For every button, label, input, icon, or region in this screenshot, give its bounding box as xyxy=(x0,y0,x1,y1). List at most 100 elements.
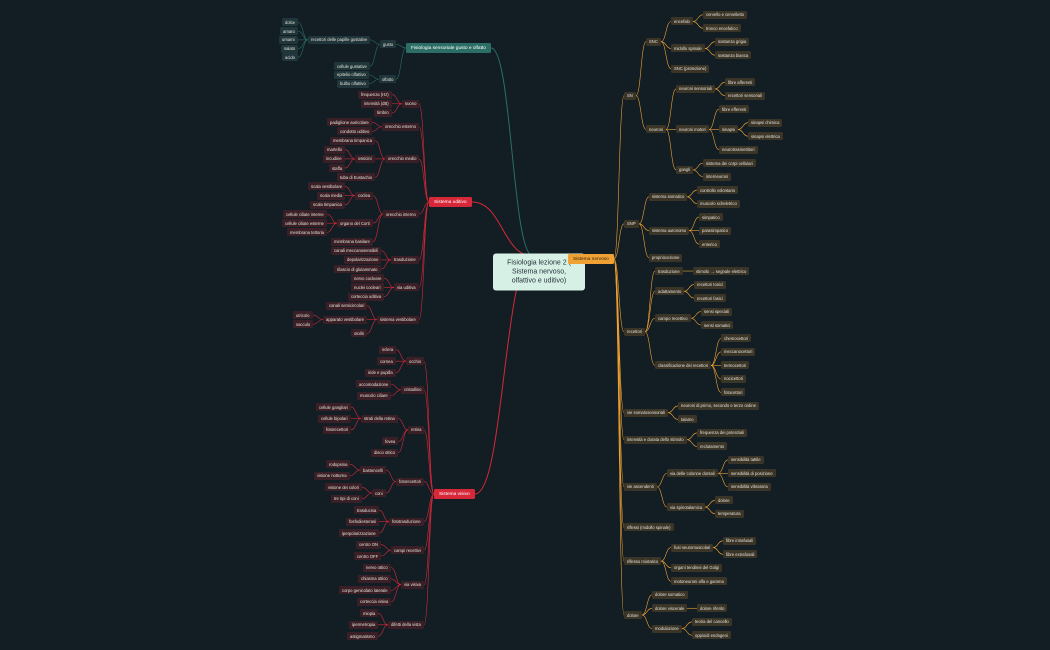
topic-coclea[interactable]: coclea xyxy=(355,191,374,200)
subtopic-propriocezione[interactable]: propriocezione xyxy=(649,253,683,262)
subtopic-membrana-timpanica[interactable]: membrana timpanica xyxy=(330,136,376,145)
branch-sistema-uditivo[interactable]: Sistema uditivo xyxy=(429,197,472,207)
topic-bastoncelli[interactable]: bastoncelli xyxy=(360,466,386,475)
topic-adattamento[interactable]: adattamento xyxy=(655,287,685,296)
subtopic-fibre-extrafusali[interactable]: fibre extrafusali xyxy=(723,550,758,559)
subtopic-enterico[interactable]: enterico xyxy=(699,240,720,249)
subtopic-cellule-ciliate-interne[interactable]: cellule ciliate interne xyxy=(283,210,327,218)
topic-campo-recettivo[interactable]: campo recettivo xyxy=(655,314,691,323)
subtopic-depolarizzazione[interactable]: depolarizzazione xyxy=(344,255,382,264)
subtopic-motoneuroni-alfa-e-gamma[interactable]: motoneuroni alfa e gamma xyxy=(671,577,727,586)
topic-occhio[interactable]: occhio xyxy=(406,357,425,366)
topic-recettori[interactable]: recettori xyxy=(624,327,646,336)
subtopic-nervo-ottico[interactable]: nervo ottico xyxy=(363,563,391,572)
subtopic-muscolo-ciliare[interactable]: muscolo ciliare xyxy=(357,391,391,400)
subtopic-sinapsi-elettrica[interactable]: sinapsi elettrica xyxy=(748,132,783,141)
subtopic-miopia[interactable]: miopia xyxy=(360,609,379,618)
subtopic-sensibilita-tattile[interactable]: sensibilità tattile xyxy=(728,455,764,464)
topic-sistema-vestibolare[interactable]: sistema vestibolare xyxy=(377,315,419,324)
subtopic-sensi-speciali[interactable]: sensi speciali xyxy=(701,307,732,316)
subtopic-sensibilita-di-posizione[interactable]: sensibilità di posizione xyxy=(728,469,776,478)
subtopic-cellule-bipolari[interactable]: cellule bipolari xyxy=(318,414,351,423)
subtopic-dolore-somatico[interactable]: dolore somatico xyxy=(652,590,688,599)
topic-trasduzione[interactable]: trasduzione xyxy=(655,267,683,276)
topic-organo-del-corti[interactable]: organo del Corti xyxy=(337,219,373,228)
subtopic-sensi-somatici[interactable]: sensi somatici xyxy=(701,321,734,329)
subtopic-sistema-dei-corpi-cellulari[interactable]: sistema dei corpi cellulari xyxy=(703,159,756,168)
topic-via-uditiva[interactable]: via uditiva xyxy=(394,283,419,292)
subtopic-bulbo-olfattivo[interactable]: bulbo olfattivo xyxy=(337,79,369,88)
subtopic-snc-protezione[interactable]: SNC (protezione) xyxy=(671,64,710,73)
subtopic-sostanza-grigia[interactable]: sostanza grigia xyxy=(715,37,750,46)
topic-coni[interactable]: coni xyxy=(372,489,386,497)
topic-intensita-e-durata-dello-stimolo[interactable]: intensità e durata dello stimolo xyxy=(624,435,687,444)
subtopic-scala-vestibolare[interactable]: scala vestibolare xyxy=(308,182,346,191)
subtopic-acido[interactable]: acido xyxy=(282,53,299,62)
subtopic-ipermetropia[interactable]: ipermetropia xyxy=(349,620,379,629)
subtopic-frequenza-hz[interactable]: frequenza (Hz) xyxy=(358,90,392,99)
topic-dolore-viscerale[interactable]: dolore viscerale xyxy=(652,604,688,613)
subtopic-staffa[interactable]: staffa xyxy=(329,164,346,173)
subtopic-termocettori[interactable]: termocettori xyxy=(721,361,750,370)
subtopic-nervo-cocleare[interactable]: nervo cocleare xyxy=(351,274,385,283)
subtopic-rodopsina[interactable]: rodopsina xyxy=(326,460,351,469)
topic-suono[interactable]: suono xyxy=(402,99,420,108)
topic-vie-ascendenti[interactable]: vie ascendenti xyxy=(624,482,657,491)
subtopic-visione-dei-colori[interactable]: visione dei colori xyxy=(325,483,362,492)
subtopic-organi-tendinei-del-golgi[interactable]: organi tendinei del Golgi xyxy=(671,563,723,572)
subtopic-visione-notturna[interactable]: visione notturna xyxy=(314,471,350,480)
subtopic-parasimpatico[interactable]: parasimpatico xyxy=(699,226,732,235)
topic-apparato-vestibolare[interactable]: apparato vestibolare xyxy=(323,315,367,324)
subtopic-martello[interactable]: martello xyxy=(324,145,345,154)
subtopic-recettori-tonici[interactable]: recettori tonici xyxy=(694,280,727,289)
branch-sistema-visivo[interactable]: Sistema visivo xyxy=(434,489,475,499)
topic-strati-della-retina[interactable]: strati della retina xyxy=(361,414,398,423)
subtopic-controllo-volontario[interactable]: controllo volontario xyxy=(697,186,739,195)
subtopic-astigmatismo[interactable]: astigmatismo xyxy=(347,632,378,641)
subtopic-padiglione-auricolare[interactable]: padiglione auricolare xyxy=(327,118,372,127)
subtopic-dolore[interactable]: dolore xyxy=(715,496,733,505)
subtopic-frequenza-dei-potenziali[interactable]: frequenza dei potenziali xyxy=(697,428,748,437)
topic-classificazione-dei-recettori[interactable]: classificazione dei recettori xyxy=(655,361,712,370)
subtopic-intensita-db[interactable]: intensità (dB) xyxy=(361,99,392,108)
topic-encefalo[interactable]: encefalo xyxy=(671,17,693,26)
subtopic-fibre-intrafusali[interactable]: fibre intrafusali xyxy=(723,536,757,545)
subtopic-otoliti[interactable]: otoliti xyxy=(351,329,367,338)
subtopic-membrana-tettoria[interactable]: membrana tettoria xyxy=(287,228,327,237)
subtopic-accomodazione[interactable]: accomodazione xyxy=(356,380,392,389)
subtopic-rilascio-di-glutammato[interactable]: rilascio di glutammato xyxy=(334,265,381,274)
subtopic-sensibilita-vibratoria[interactable]: sensibilità vibratoria xyxy=(728,482,771,491)
subtopic-utricolo[interactable]: utricolo xyxy=(293,311,313,320)
subtopic-tuba-di-eustachio[interactable]: tuba di Eustachio xyxy=(337,173,376,182)
subtopic-dolce[interactable]: dolce xyxy=(282,18,299,27)
subtopic-sclera[interactable]: sclera xyxy=(379,345,397,354)
subtopic-teoria-del-cancello[interactable]: teoria del cancello xyxy=(692,617,732,626)
subtopic-fotorecettori[interactable]: fotorecettori xyxy=(323,425,352,434)
topic-ossicini[interactable]: ossicini xyxy=(355,154,375,163)
subtopic-fosfodiesterasi[interactable]: fosfodiesterasi xyxy=(346,517,379,526)
subtopic-tronco-encefalico[interactable]: tronco encefalico xyxy=(703,24,741,33)
subtopic-epitelio-olfattivo[interactable]: epitelio olfattivo xyxy=(334,70,369,79)
subtopic-chemocettori[interactable]: chemocettori xyxy=(721,334,751,343)
subtopic-meccanocettori[interactable]: meccanocettori xyxy=(721,347,756,356)
topic-gusto[interactable]: gusto xyxy=(380,40,397,49)
subtopic-canali-meccanosensibili[interactable]: canali meccanosensibili xyxy=(331,246,381,255)
branch-sistema-nervoso[interactable]: Sistema nervoso xyxy=(568,254,614,264)
subtopic-sinapsi-chimica[interactable]: sinapsi chimica xyxy=(748,118,783,127)
subtopic-tre-tipi-di-coni[interactable]: tre tipi di coni xyxy=(331,494,362,503)
subtopic-cellule-gustative[interactable]: cellule gustative xyxy=(334,62,370,71)
topic-orecchio-interno[interactable]: orecchio interno xyxy=(383,210,419,218)
subtopic-trasducina[interactable]: trasducina xyxy=(354,506,380,515)
subtopic-disco-ottico[interactable]: disco ottico xyxy=(371,448,398,457)
topic-fotorecettori[interactable]: fotorecettori xyxy=(396,477,425,486)
topic-via-delle-colonne-dorsali[interactable]: via delle colonne dorsali xyxy=(667,469,718,478)
subtopic-cellule-gangliari[interactable]: cellule gangliari xyxy=(316,403,351,412)
subtopic-neurotrasmettitori[interactable]: neurotrasmettitori xyxy=(719,145,758,154)
subtopic-canali-semicircolari[interactable]: canali semicircolari xyxy=(326,301,368,310)
subtopic-salato[interactable]: salato xyxy=(281,44,299,53)
subtopic-interneuroni[interactable]: interneuroni xyxy=(703,172,732,181)
topic-retina[interactable]: retina xyxy=(408,425,425,434)
topic-olfatto[interactable]: olfatto xyxy=(379,75,397,84)
branch-fisiologia-sensoriale-gusto-e-olfatto[interactable]: Fisiologia sensoriale gusto e olfatto xyxy=(406,43,491,53)
subtopic-neuroni-di-primo-secondo-e-terzo-ordine[interactable]: neuroni di primo, secondo e terzo ordine xyxy=(678,401,759,410)
